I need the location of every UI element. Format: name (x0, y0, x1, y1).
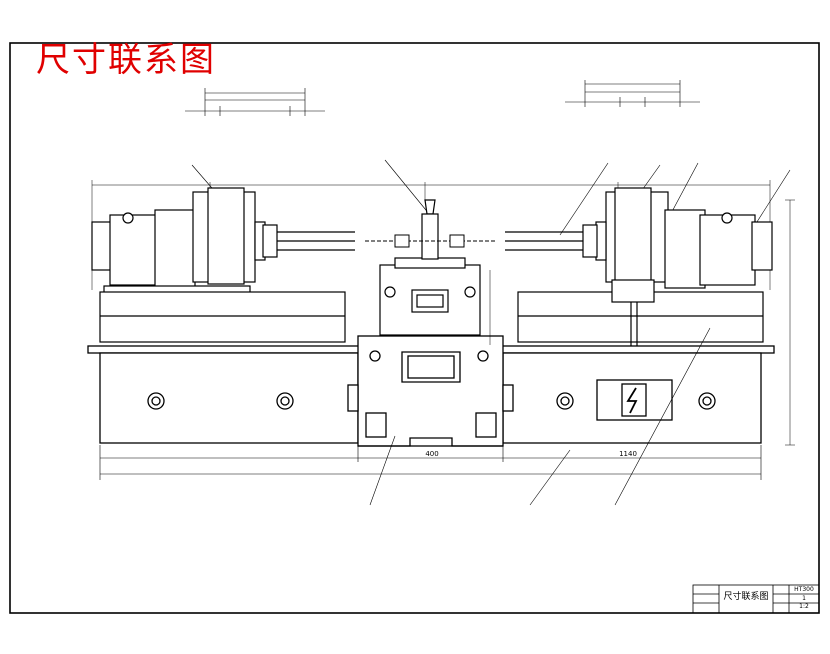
title-block-frame (692, 584, 820, 614)
left-motor (91, 209, 196, 289)
left-spindles (277, 231, 355, 251)
left-head (192, 187, 278, 285)
top-left-dimension-group (185, 88, 325, 116)
right-spindles (505, 231, 583, 251)
right-slide (517, 279, 764, 350)
drawing-title: 尺寸联系图 (36, 40, 216, 80)
left-slide (99, 285, 346, 343)
title-block-cell-2: 1:2 (799, 603, 809, 610)
top-right-dimension-group (565, 80, 700, 107)
dimension-center-width: 400 (425, 450, 438, 458)
title-block-name: 尺寸联系图 (723, 592, 769, 602)
right-vertical-dimensions (489, 199, 795, 446)
title-block-cell-1: 1 (802, 595, 806, 602)
right-head (582, 187, 669, 285)
center-fixture (379, 199, 481, 336)
dimension-right-width: 1140 (619, 450, 637, 458)
bottom-dimensions (99, 445, 762, 480)
leader-lines-bottom (369, 327, 711, 506)
right-motor (664, 209, 773, 289)
electrical-box (596, 379, 673, 421)
title-block: 尺寸联系图 HT300 1 1:2 (693, 585, 819, 613)
bed-holes (147, 350, 716, 410)
sheet-border (9, 42, 820, 614)
title-block-code: HT300 (794, 586, 814, 593)
workpiece (365, 234, 495, 248)
